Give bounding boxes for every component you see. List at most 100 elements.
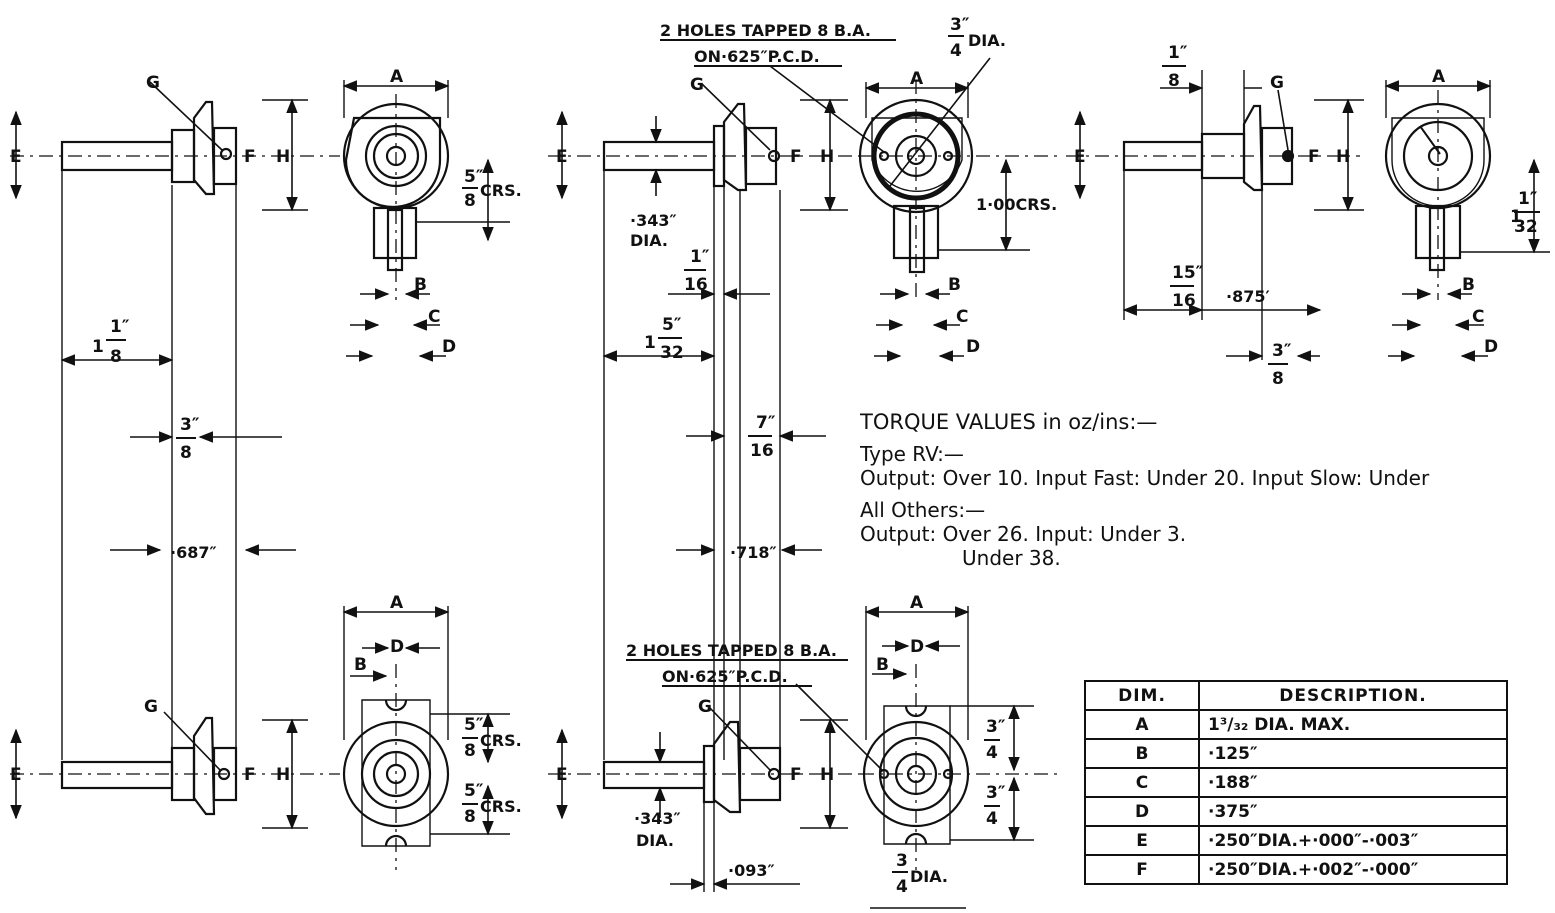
table-cell-description: ·188″ <box>1198 767 1508 798</box>
label-c: C <box>428 307 440 327</box>
end-view-5 <box>795 606 1062 909</box>
dim-343-dia-bottom: DIA. <box>636 831 674 850</box>
table-cell-dim: B <box>1084 738 1200 769</box>
label-a: A <box>390 593 404 613</box>
svg-text:16: 16 <box>1172 291 1196 311</box>
label-e: E <box>10 147 22 167</box>
svg-text:3″: 3″ <box>180 415 200 435</box>
torque-others-values: Output: Over 26. Input: Under 3. <box>860 522 1187 546</box>
side-view-5 <box>548 707 860 892</box>
label-f: F <box>1308 147 1320 167</box>
table-header-description: DESCRIPTION. <box>1198 680 1508 711</box>
table-cell-description: ·125″ <box>1198 738 1508 769</box>
label-a: A <box>1432 67 1446 87</box>
svg-text:5″: 5″ <box>662 315 682 335</box>
dim-343-top: ·343″ <box>630 211 677 230</box>
svg-text:5″: 5″ <box>464 167 484 187</box>
label-g: G <box>144 697 158 717</box>
side-view-1 <box>10 81 340 760</box>
table-cell-description: 1³/₃₂ DIA. MAX. <box>1198 709 1508 740</box>
svg-text:5″: 5″ <box>464 715 484 735</box>
torque-type-rv: Type RV:— <box>860 442 964 466</box>
label-f: F <box>244 765 256 785</box>
table-row: B ·125″ <box>1084 738 1508 769</box>
label-h: H <box>276 147 290 167</box>
side-view-4 <box>10 711 340 830</box>
dim-crs-bottom-1: CRS. <box>480 731 522 750</box>
label-e: E <box>556 765 568 785</box>
label-h: H <box>820 147 834 167</box>
label-e: E <box>1074 147 1086 167</box>
label-h: H <box>1336 147 1350 167</box>
svg-text:8: 8 <box>110 347 122 367</box>
label-b: B <box>1462 275 1475 295</box>
dimension-values: 5″ 8 CRS. 1·00CRS. 3″ 4 DIA. ·343″ DIA. … <box>92 15 1540 897</box>
dim-one-and-eighth: 1 <box>92 337 104 357</box>
svg-text:3: 3 <box>896 851 908 871</box>
side-view-2 <box>548 83 860 760</box>
label-c: C <box>956 307 968 327</box>
label-d: D <box>442 337 456 357</box>
svg-text:8: 8 <box>1272 369 1284 389</box>
label-b: B <box>354 655 367 675</box>
torque-others-values-2: Under 38. <box>962 546 1061 570</box>
holes-note-bottom-line2: ON·625″P.C.D. <box>662 667 788 686</box>
svg-text:15″: 15″ <box>1172 263 1204 283</box>
label-b: B <box>414 275 427 295</box>
label-g: G <box>698 697 712 717</box>
label-g: G <box>146 73 160 93</box>
side-view-3 <box>1066 70 1364 362</box>
label-b: B <box>948 275 961 295</box>
table-header-dim: DIM. <box>1084 680 1200 711</box>
dim-crs-top: CRS. <box>480 181 522 200</box>
dim-718: ·718″ <box>730 543 777 562</box>
label-f: F <box>790 765 802 785</box>
table-row: C ·188″ <box>1084 767 1508 798</box>
dim-343-bottom: ·343″ <box>634 809 681 828</box>
holes-note-top-line1: 2 HOLES TAPPED 8 B.A. <box>660 21 871 40</box>
svg-text:1″: 1″ <box>110 317 130 337</box>
table-cell-dim: E <box>1084 825 1200 856</box>
label-f: F <box>790 147 802 167</box>
svg-text:4: 4 <box>896 877 908 897</box>
label-a: A <box>390 67 404 87</box>
end-view-1 <box>342 80 510 362</box>
label-e: E <box>556 147 568 167</box>
dimension-table-wrap: DIM. DESCRIPTION. A 1³/₃₂ DIA. MAX. B ·1… <box>1084 680 1514 913</box>
label-e: E <box>10 765 22 785</box>
svg-text:7″: 7″ <box>756 413 776 433</box>
svg-text:1″: 1″ <box>1518 189 1538 209</box>
dim-three-quarter-dia-bottom: DIA. <box>910 867 948 886</box>
holes-note-top-line2: ON·625″P.C.D. <box>694 47 820 66</box>
table-header-row: DIM. DESCRIPTION. <box>1084 680 1508 711</box>
label-c: C <box>1472 307 1484 327</box>
svg-text:3″: 3″ <box>1272 341 1292 361</box>
label-a: A <box>910 69 924 89</box>
label-h: H <box>276 765 290 785</box>
dim-crs-bottom-2: CRS. <box>480 797 522 816</box>
end-view-4 <box>342 606 510 870</box>
table-cell-dim: D <box>1084 796 1200 827</box>
torque-rv-values: Output: Over 10. Input Fast: Under 20. I… <box>860 466 1430 490</box>
dimension-table: DIM. DESCRIPTION. A 1³/₃₂ DIA. MAX. B ·1… <box>1084 680 1508 885</box>
svg-text:3″: 3″ <box>986 783 1006 803</box>
table-row: F ·250″DIA.+·002″-·000″ <box>1084 854 1508 885</box>
label-f: F <box>244 147 256 167</box>
svg-text:4: 4 <box>950 41 962 61</box>
holes-note-bottom-line1: 2 HOLES TAPPED 8 B.A. <box>626 641 837 660</box>
torque-values-note: TORQUE VALUES in oz/ins:— Type RV:— Outp… <box>860 410 1555 570</box>
label-d: D <box>390 637 404 657</box>
svg-text:8: 8 <box>464 741 476 761</box>
table-row: E ·250″DIA.+·000″-·003″ <box>1084 825 1508 856</box>
table-cell-dim: F <box>1084 854 1200 885</box>
dim-687: ·687″ <box>170 543 217 562</box>
svg-text:1″: 1″ <box>1168 43 1188 63</box>
label-d: D <box>910 637 924 657</box>
svg-text:3″: 3″ <box>950 15 970 35</box>
dim-three-quarter-dia-top: DIA. <box>968 31 1006 50</box>
table-row: A 1³/₃₂ DIA. MAX. <box>1084 709 1508 740</box>
label-d: D <box>1484 337 1498 357</box>
svg-text:5″: 5″ <box>464 781 484 801</box>
table-cell-description: ·250″DIA.+·000″-·003″ <box>1198 825 1508 856</box>
